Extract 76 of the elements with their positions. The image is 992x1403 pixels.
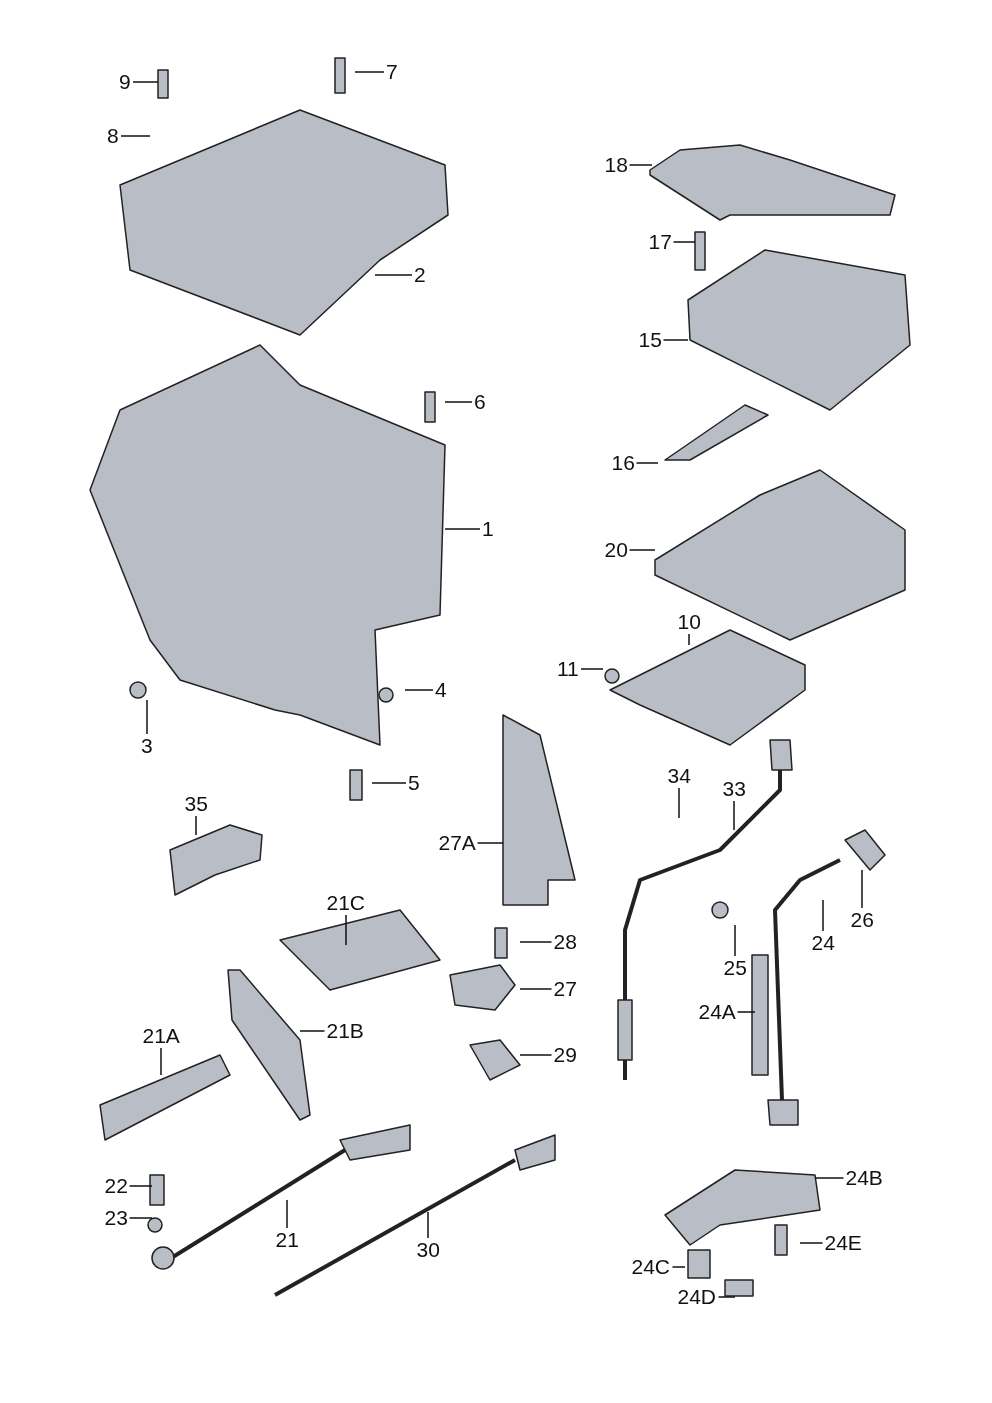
leader-line [635,462,659,464]
leader-line [861,869,863,909]
callout-number: 2 [414,264,426,286]
callout-number: 4 [435,679,447,701]
leader-line [128,1217,153,1219]
callout-number: 22 [104,1175,128,1197]
callout-number: 24E [824,1232,862,1254]
leader-line [519,1054,553,1056]
leader-line [128,1185,153,1187]
callout-number: 33 [722,778,746,800]
callout-number: 21B [326,1020,364,1042]
callout-number: 11 [557,658,579,680]
callout-number: 27 [553,978,577,1000]
leader-line [345,914,347,946]
callout-number: 10 [677,611,701,633]
callout-number: 21 [275,1229,299,1251]
leader-line [195,815,197,836]
leader-line [427,1211,429,1239]
callout-number: 6 [474,391,486,413]
callout-number: 3 [141,735,153,757]
callout-number: 24 [811,932,835,954]
leader-line [476,842,504,844]
leader-line [717,1296,736,1298]
leader-line [374,274,413,276]
callout-number: 8 [107,125,119,147]
leader-line [628,549,656,551]
leader-line [160,1047,162,1076]
callout-number: 18 [604,154,628,176]
leader-line [146,699,148,735]
callout-number: 16 [611,452,635,474]
callout-number: 26 [850,909,874,931]
leader-line [299,1030,326,1032]
callout-number: 21C [326,892,366,914]
callout-number: 35 [184,793,208,815]
leader-line [444,401,473,403]
callout-number: 29 [553,1044,577,1066]
leader-line [371,782,407,784]
leader-line [580,668,604,670]
callout-number: 24A [698,1001,736,1023]
callout-number: 25 [723,957,747,979]
leader-line [519,941,553,943]
leader-line [628,164,653,166]
callout-number: 9 [119,71,131,93]
leader-line [120,135,151,137]
leader-line [354,71,385,73]
callout-number: 21A [142,1025,180,1047]
callout-number: 17 [648,231,672,253]
callout-number: 27A [438,832,476,854]
callout-number: 7 [386,61,398,83]
leader-line [404,689,434,691]
leader-line [662,339,689,341]
callout-number: 34 [667,765,691,787]
leader-line [814,1177,845,1179]
callout-number: 1 [482,518,494,540]
leader-line [671,1266,686,1268]
leader-line [736,1011,756,1013]
callout-number: 5 [408,772,420,794]
leader-line [132,81,159,83]
callout-number: 24D [677,1286,717,1308]
callout-number: 30 [416,1239,440,1261]
leader-line [822,899,824,932]
leader-line [733,800,735,831]
leader-line [688,633,690,646]
leader-line [678,787,680,819]
leader-line [672,241,696,243]
leader-line [519,988,553,990]
leader-line [799,1242,824,1244]
callout-number: 24B [845,1167,883,1189]
leader-line [734,924,736,957]
callout-number: 23 [104,1207,128,1229]
callout-number: 28 [553,931,577,953]
leader-line [286,1199,288,1229]
callout-number: 24C [631,1256,671,1278]
callout-number: 20 [604,539,628,561]
callout-number: 15 [638,329,662,351]
leader-line [444,528,481,530]
